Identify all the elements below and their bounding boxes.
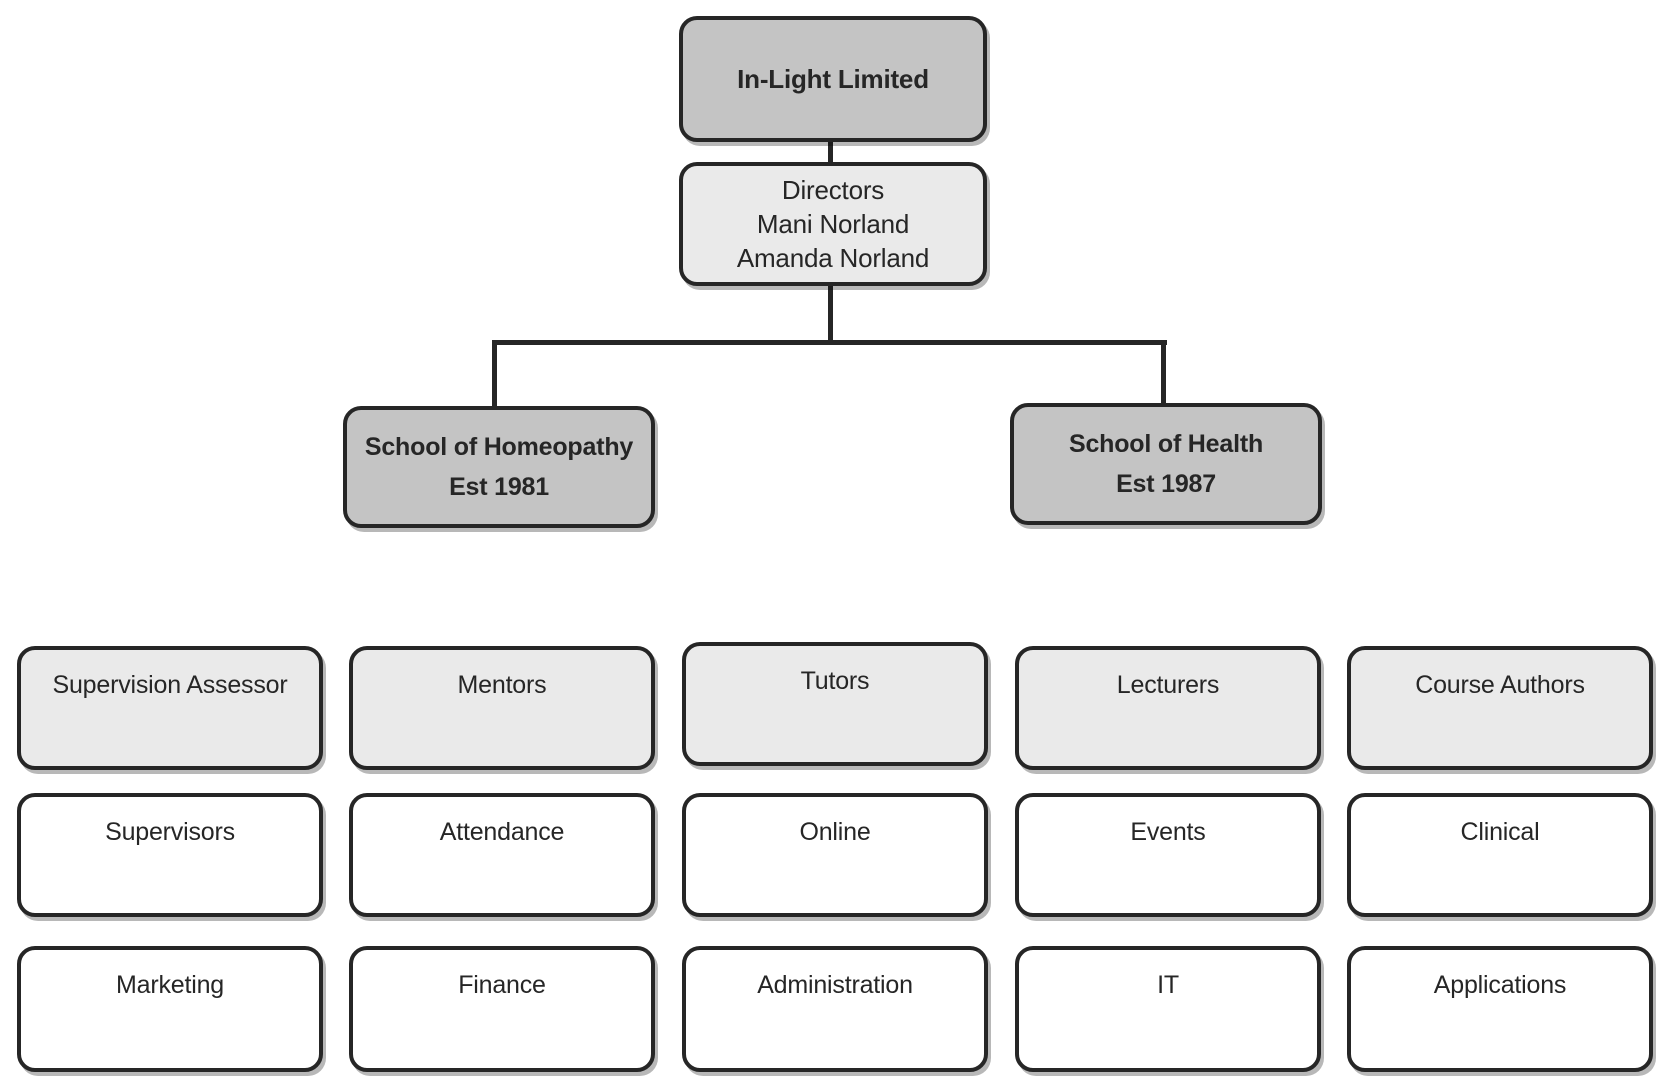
school-est-label: Est 1981: [449, 473, 549, 501]
org-box-supervision-assessor: Supervision Assessor: [17, 646, 323, 770]
org-box-it: IT: [1015, 946, 1321, 1072]
department-label: Finance: [458, 971, 546, 999]
org-box-marketing: Marketing: [17, 946, 323, 1072]
org-box-mentors: Mentors: [349, 646, 655, 770]
org-box-applications: Applications: [1347, 946, 1653, 1072]
connector-drop-school-of-health: [1161, 340, 1166, 420]
connector-drop-school-of-homeopathy: [492, 340, 497, 420]
org-box-attendance: Attendance: [349, 793, 655, 917]
director-name-2: Amanda Norland: [736, 243, 930, 273]
school-name-label: School of Health: [1068, 430, 1264, 458]
department-label: Attendance: [439, 818, 565, 846]
org-box-school-of-health: School of Health Est 1987: [1010, 403, 1322, 525]
director-name-1: Mani Norland: [756, 209, 910, 239]
department-label: Lecturers: [1116, 671, 1220, 699]
org-box-course-authors: Course Authors: [1347, 646, 1653, 770]
directors-title-label: Directors: [781, 175, 885, 205]
department-label: Events: [1130, 818, 1206, 846]
department-label: Supervision Assessor: [52, 671, 288, 699]
school-est-label: Est 1987: [1116, 470, 1216, 498]
department-label: Administration: [757, 971, 913, 999]
company-name-label: In-Light Limited: [737, 63, 929, 94]
org-box-clinical: Clinical: [1347, 793, 1653, 917]
department-label: Tutors: [800, 667, 870, 695]
department-label: Clinical: [1460, 818, 1540, 846]
org-box-finance: Finance: [349, 946, 655, 1072]
department-label: Course Authors: [1415, 671, 1585, 699]
org-box-lecturers: Lecturers: [1015, 646, 1321, 770]
org-box-school-of-homeopathy: School of Homeopathy Est 1981: [343, 406, 655, 528]
org-box-online: Online: [682, 793, 988, 917]
department-label: Marketing: [116, 971, 224, 999]
org-box-directors: Directors Mani Norland Amanda Norland: [679, 162, 987, 286]
org-box-tutors: Tutors: [682, 642, 988, 766]
department-label: IT: [1157, 971, 1179, 999]
org-box-company: In-Light Limited: [679, 16, 987, 142]
department-label: Applications: [1433, 971, 1567, 999]
department-label: Supervisors: [105, 818, 235, 846]
connector-horizontal-bar: [492, 340, 1167, 345]
org-box-supervisors: Supervisors: [17, 793, 323, 917]
department-label: Mentors: [457, 671, 547, 699]
department-label: Online: [799, 818, 871, 846]
school-name-label: School of Homeopathy: [364, 433, 634, 461]
org-box-events: Events: [1015, 793, 1321, 917]
org-box-administration: Administration: [682, 946, 988, 1072]
